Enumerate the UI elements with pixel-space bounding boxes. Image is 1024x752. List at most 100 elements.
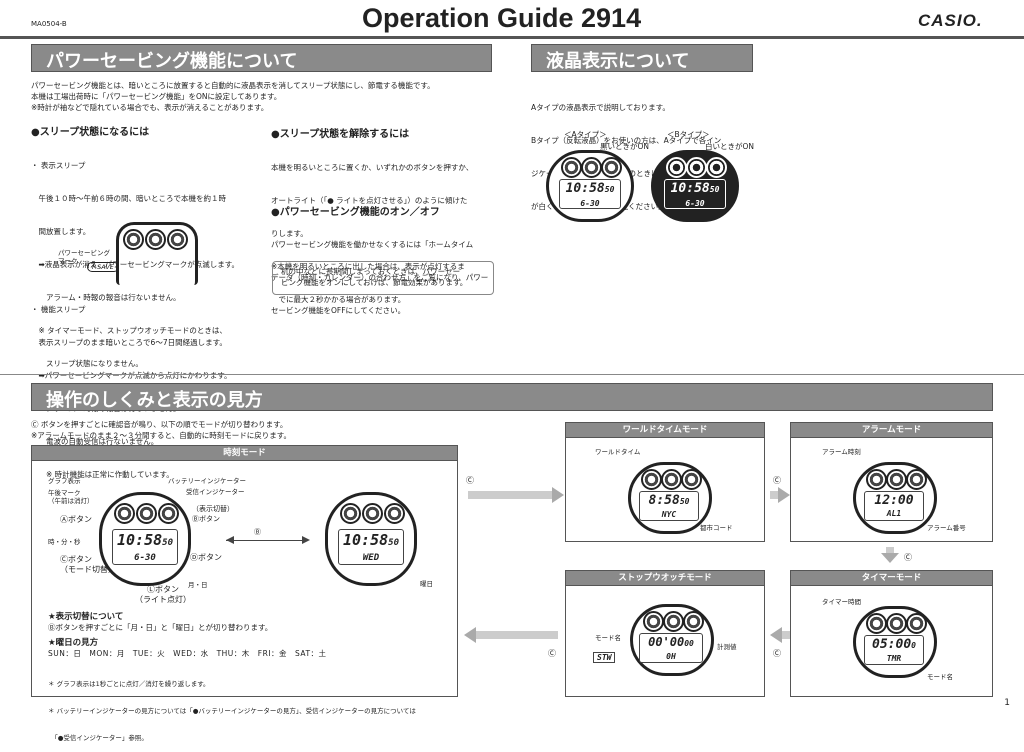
alarm-number-label: アラーム番号 xyxy=(927,524,966,532)
alarm-panel: アラームモード xyxy=(790,422,993,542)
panel-title: アラームモード xyxy=(791,423,992,438)
seconds-digits: 50 xyxy=(679,497,690,506)
footnotes: ＊ グラフ表示は1秒ごとに点灯／消灯を繰り返します。 ＊ バッテリーインジケータ… xyxy=(48,662,416,752)
dial-icon xyxy=(683,611,704,632)
onoff-title: ●パワーセービング機能のオン／オフ xyxy=(271,207,440,218)
panel-title: ストップウオッチモード xyxy=(566,571,764,586)
section-header-power-saving: パワーセービング機能について xyxy=(31,44,492,72)
panel-title: 時刻モード xyxy=(32,446,457,461)
dial-icon xyxy=(340,503,361,524)
intro-line: ※時計が袖などで隠れている場合でも、表示が消えることがあります。 xyxy=(31,103,269,112)
text-line: ➡液晶表示が消え、パワーセービングマークが点滅します。 xyxy=(31,260,240,269)
toggle-arrow-line xyxy=(226,540,306,541)
intro-line: パワーセービング機能とは、暗いところに放置すると自動的に液晶表示を消してスリープ… xyxy=(31,81,435,90)
mode-name-label: モード名 xyxy=(595,634,621,642)
alarm-time-label: アラーム時刻 xyxy=(822,448,861,456)
dial-icon xyxy=(706,157,727,178)
button-b-label: （表示切替） Ⓑボタン xyxy=(192,505,234,523)
dial-icon xyxy=(641,469,662,490)
dial-icon xyxy=(158,503,179,524)
text-line: ➡パワーセービングマークが点滅から点灯にかわります。 xyxy=(31,371,232,380)
button-l-label: Ⓛボタン （ライト点灯） xyxy=(135,585,191,604)
button-d-label: Ⓓボタン xyxy=(190,553,222,562)
flow-arrow-left-icon xyxy=(464,627,476,643)
toggle-arrow-left-icon xyxy=(226,536,234,544)
panel-title: ワールドタイムモード xyxy=(566,423,764,438)
storage-note: 机の中などに長期間しまっておくときは、パワーセー ビング機能をオンにしておけば、… xyxy=(272,261,494,295)
text-line: ※ 時計機能は正常に作動しています。 xyxy=(31,470,174,479)
time-digits: 10:58 xyxy=(343,531,389,549)
flow-arrow-right-icon xyxy=(552,487,564,503)
button-a-label: Ⓐボタン xyxy=(60,515,92,524)
button-c-label: Ⓒボタン （モード切替） xyxy=(60,555,116,574)
text-line: セービング機能をOFFにしてください。 xyxy=(271,306,406,315)
intro-line: 本機は工場出荷時に「パワーセービング機能」をONに設定してあります。 xyxy=(31,92,282,101)
onoff-text: パワーセービング機能を働かせなくするには「ホームタイム データ（時刻・カレンダー… xyxy=(271,217,501,327)
panel-title: タイマーモード xyxy=(791,571,992,586)
time-digits: 12:00 xyxy=(874,493,914,508)
time-digits: 05:00 xyxy=(872,637,912,652)
dial-icon xyxy=(362,503,383,524)
world-time-panel: ワールドタイムモード xyxy=(565,422,765,542)
measured-value-label: 計測値 xyxy=(717,643,737,651)
flow-arrow-bar xyxy=(476,631,558,639)
dial-icon xyxy=(886,469,907,490)
dial-icon xyxy=(643,611,664,632)
section-divider xyxy=(0,374,1024,375)
dial-icon xyxy=(581,157,602,178)
timer-time-label: タイマー時間 xyxy=(822,598,861,606)
text-line: 電波の自動受信は行ないません。 xyxy=(31,437,159,446)
footnote-line: ＊ バッテリーインジケーターの見方については「●バッテリーインジケーターの見方」… xyxy=(48,707,416,715)
hour-digits: 0H xyxy=(666,652,676,661)
dial-icon xyxy=(886,613,907,634)
sleep-title: ●スリープ状態になるには xyxy=(31,127,150,138)
flow-c-label: Ⓒ xyxy=(904,553,912,562)
date-digits: 6-30 xyxy=(685,199,705,208)
right-dial-icon xyxy=(167,229,188,250)
flow-arrow-bar xyxy=(782,631,790,639)
dial-icon xyxy=(866,469,887,490)
timekeeping-mode-panel: 時刻モード xyxy=(31,445,458,697)
watch-illustration xyxy=(116,222,198,285)
flow-arrow-down-icon xyxy=(881,553,899,563)
text-line: パワーセービング機能を働かせなくするには「ホームタイム xyxy=(271,240,474,249)
seconds-digits: 50 xyxy=(162,538,173,548)
dial-icon xyxy=(866,613,887,634)
dial-icon xyxy=(601,157,622,178)
text-line: データ（時刻・カレンダー）の合わせ方」をご覧になり、パワー xyxy=(271,273,489,282)
stopwatch-panel: ストップウオッチモード xyxy=(565,570,765,697)
weekday-digits: WED xyxy=(362,553,380,563)
psave-badge: P.SAVE xyxy=(87,262,119,272)
seconds-digits: 00 xyxy=(684,639,694,648)
flow-c-label: Ⓒ xyxy=(773,649,781,658)
time-digits: 8:58 xyxy=(648,493,680,508)
release-text: 本機を明るいところに置くか、いずれかのボタンを押すか、 オートライト（「● ライ… xyxy=(271,140,501,316)
alarm-number-digits: AL1 xyxy=(886,509,902,518)
text-line: アラーム・時報の報音は行ないません。 xyxy=(31,293,181,302)
release-title: ●スリープ状態を解除するには xyxy=(271,129,410,140)
mode-digits: TMR xyxy=(886,654,902,663)
toggle-text: Ⓑボタンを押すごとに「月・日」と「曜日」とが切り替わります。 xyxy=(48,623,273,632)
dial-icon xyxy=(661,469,682,490)
battery-indicator-label: バッテリーインジケーター xyxy=(168,477,246,485)
dial-icon xyxy=(686,157,707,178)
button-b-arrow-label: Ⓑ xyxy=(254,528,261,536)
text-line: ※本機を明るいところに出した場合は、表示が点灯するま xyxy=(271,262,465,271)
time-digits: 10:58 xyxy=(670,181,710,196)
world-time-label: ワールドタイム xyxy=(595,448,641,456)
text-line: 本機を明るいところに置くか、いずれかのボタンを押すか、 xyxy=(271,163,474,172)
psave-mark-label: パワーセービング マーク xyxy=(58,249,110,265)
footnote-line: 「●受信インジケーター」参照。 xyxy=(48,734,148,742)
section-header-lcd: 液晶表示について xyxy=(531,44,753,72)
